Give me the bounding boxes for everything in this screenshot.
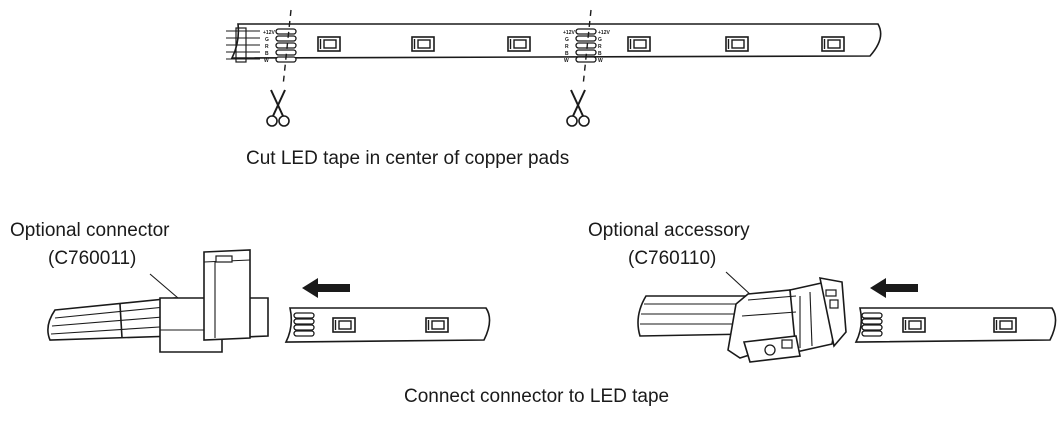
- scissors-icon: [566, 89, 590, 127]
- led-tape-segment-left: [284, 307, 491, 343]
- accessory-part-number: (C760110): [628, 248, 716, 269]
- led-chip-icon: [627, 36, 651, 52]
- pad-label-right-b2: R: [598, 44, 602, 50]
- led-chip-icon: [411, 36, 435, 52]
- pad-label-right-b3: B: [598, 51, 602, 57]
- accessory-leader-line: [725, 271, 753, 297]
- tape-wire-pins: [226, 27, 260, 63]
- led-chip-icon: [725, 36, 749, 52]
- pad-label-left-1: G: [265, 37, 269, 43]
- connector-label: Optional connector: [10, 220, 170, 241]
- arrow-left-icon: [870, 278, 918, 298]
- cut-instruction-caption: Cut LED tape in center of copper pads: [246, 148, 569, 169]
- pad-label-left-2: R: [265, 44, 269, 50]
- pad-label-right-b1: G: [598, 37, 602, 43]
- pad-label-left-0: +12V: [263, 30, 275, 36]
- pad-label-right-b4: W: [598, 58, 603, 64]
- accessory-assembly: Optional accessory (C760110): [588, 220, 847, 363]
- led-chip-icon: [821, 36, 845, 52]
- scissors-icon: [266, 89, 290, 127]
- pad-label-left-4: W: [264, 58, 269, 64]
- pad-label-right-0: +12V: [563, 30, 575, 36]
- led-chip-icon: [993, 317, 1017, 333]
- led-chip-icon: [425, 317, 449, 333]
- led-chip-icon: [317, 36, 341, 52]
- pad-label-right-2: R: [565, 44, 569, 50]
- connect-instruction-caption: Connect connector to LED tape: [404, 386, 669, 407]
- top-led-tape: +12V G R B W +12V G R B W +12V G R B W: [226, 9, 882, 127]
- accessory-label: Optional accessory: [588, 220, 750, 241]
- arrow-left-icon: [302, 278, 350, 298]
- led-chip-icon: [507, 36, 531, 52]
- right-copper-pads: +12V G R B W +12V G R B W: [563, 28, 610, 64]
- connector-leader-line: [149, 273, 179, 299]
- connector-assembly: Optional connector (C760011): [10, 220, 269, 353]
- led-tape-segment-right: [854, 307, 1057, 343]
- cut-line-left: [282, 9, 292, 87]
- pad-label-right-3: B: [565, 51, 569, 57]
- left-copper-pads: +12V G R B W: [263, 28, 297, 64]
- pad-label-right-b0: +12V: [598, 30, 610, 36]
- led-chip-icon: [332, 317, 356, 333]
- connector-part-number: (C760011): [48, 248, 136, 269]
- pad-label-right-4: W: [564, 58, 569, 64]
- pad-label-right-1: G: [565, 37, 569, 43]
- pad-label-left-3: B: [265, 51, 269, 57]
- cut-line-right: [582, 9, 592, 87]
- led-chip-icon: [902, 317, 926, 333]
